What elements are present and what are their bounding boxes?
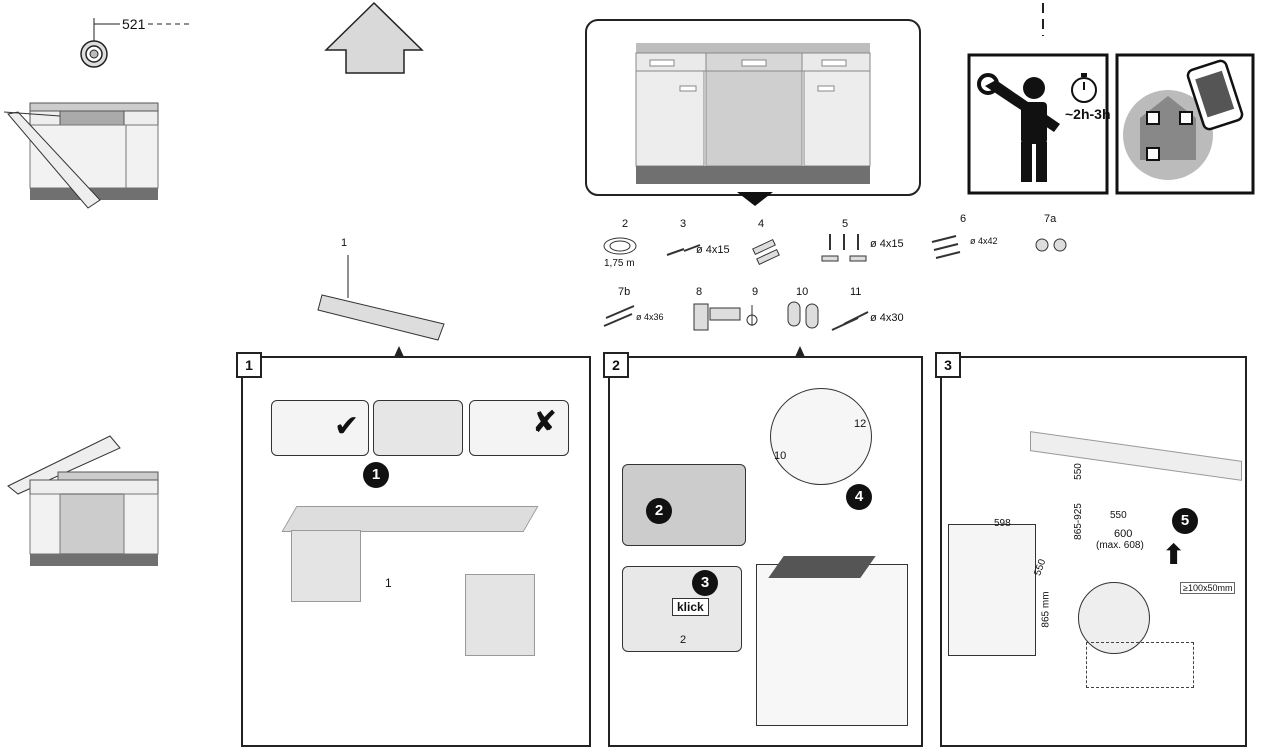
callout-10: 10	[774, 450, 787, 462]
dim-598: 598	[994, 518, 1011, 529]
step-1-badge: 1	[363, 462, 389, 488]
part-6-number: 6	[960, 213, 967, 225]
step-panel-1: ✔ ✘ 1 1	[241, 356, 591, 747]
part-5-spec: ø 4x15	[870, 238, 904, 250]
part-6-spec: ø 4x42	[970, 236, 998, 246]
panel-1-callout: 1	[385, 576, 392, 590]
hose-area-dashed	[1086, 642, 1194, 688]
part-7b-spec: ø 4x36	[636, 312, 664, 322]
cabinet-right	[465, 574, 535, 656]
time-label: ~2h-3h	[1065, 106, 1111, 122]
panel-1-number: 1	[236, 352, 262, 378]
parts-row-1	[603, 234, 1067, 266]
part-2-spec: 1,75 m	[604, 258, 635, 269]
up-arrow-icon	[324, 1, 424, 74]
cross-icon: ✘	[532, 405, 558, 440]
step-5-badge: 5	[1172, 508, 1198, 534]
cutout-dimension: ≥100x50mm	[1180, 582, 1236, 594]
part-11-spec: ø 4x30	[870, 312, 904, 324]
panel-3-number: 3	[935, 352, 961, 378]
part-3-spec: ø 4x15	[696, 244, 730, 256]
dim-865mm: 865 mm	[1040, 591, 1052, 628]
kitchen-row-overview	[585, 19, 921, 206]
part-9-number: 9	[752, 286, 759, 298]
check-icon: ✔	[334, 409, 360, 444]
dim-600: 600	[1114, 528, 1133, 540]
part-2-number: 2	[622, 218, 629, 230]
part-10-number: 10	[796, 286, 809, 298]
wrong-mounting-icon: ✘	[469, 400, 569, 456]
klick-label: klick	[672, 598, 709, 616]
callout-12: 12	[854, 418, 867, 430]
step-4-badge: 4	[846, 484, 872, 510]
dimension-521: 521	[122, 16, 146, 32]
template-detail-circle	[770, 388, 872, 485]
dim-600-max: (max. 608)	[1096, 540, 1144, 551]
niche-top	[1030, 431, 1242, 481]
part-8-number: 8	[696, 286, 703, 298]
part-7b-number: 7b	[618, 286, 631, 298]
step-2-badge: 2	[646, 498, 672, 524]
part-5-number: 5	[842, 218, 849, 230]
parts-row-2	[603, 301, 869, 331]
kitchen-mark-top	[3, 102, 159, 209]
part-11-number: 11	[850, 286, 862, 298]
countertop	[281, 506, 539, 532]
kitchen-mark-bottom	[7, 435, 159, 566]
remove-template-detail	[622, 464, 746, 546]
panel-2-number: 2	[603, 352, 629, 378]
installer-panel	[967, 53, 1109, 195]
step-3-badge: 3	[692, 570, 718, 596]
part-3-number: 3	[680, 218, 687, 230]
cabinet-left	[291, 530, 361, 602]
dishwasher-top-panel	[768, 556, 876, 578]
part-4-number: 4	[758, 218, 765, 230]
dim-550a: 550	[1110, 510, 1127, 521]
dim-865-925: 865-925	[1072, 503, 1084, 540]
dishwasher	[756, 564, 908, 726]
callout-2: 2	[680, 634, 687, 646]
part-1-callout: 1	[341, 237, 348, 249]
step-panel-2: 10 12 2 3 klick 2 4	[608, 356, 923, 747]
strip-detail-icon	[373, 400, 463, 456]
app-panel	[1115, 53, 1255, 195]
step-panel-3: 598 550 865 mm 865-925 550 600 (max. 608…	[940, 356, 1247, 747]
dim-550c: 550	[1072, 463, 1084, 480]
correct-mounting-icon: ✔	[271, 400, 369, 456]
part-7a-number: 7a	[1044, 213, 1057, 225]
socket-symbol	[80, 18, 190, 68]
dishwasher-side	[948, 524, 1036, 656]
up-right-arrow-icon: ⬆	[1162, 538, 1186, 571]
